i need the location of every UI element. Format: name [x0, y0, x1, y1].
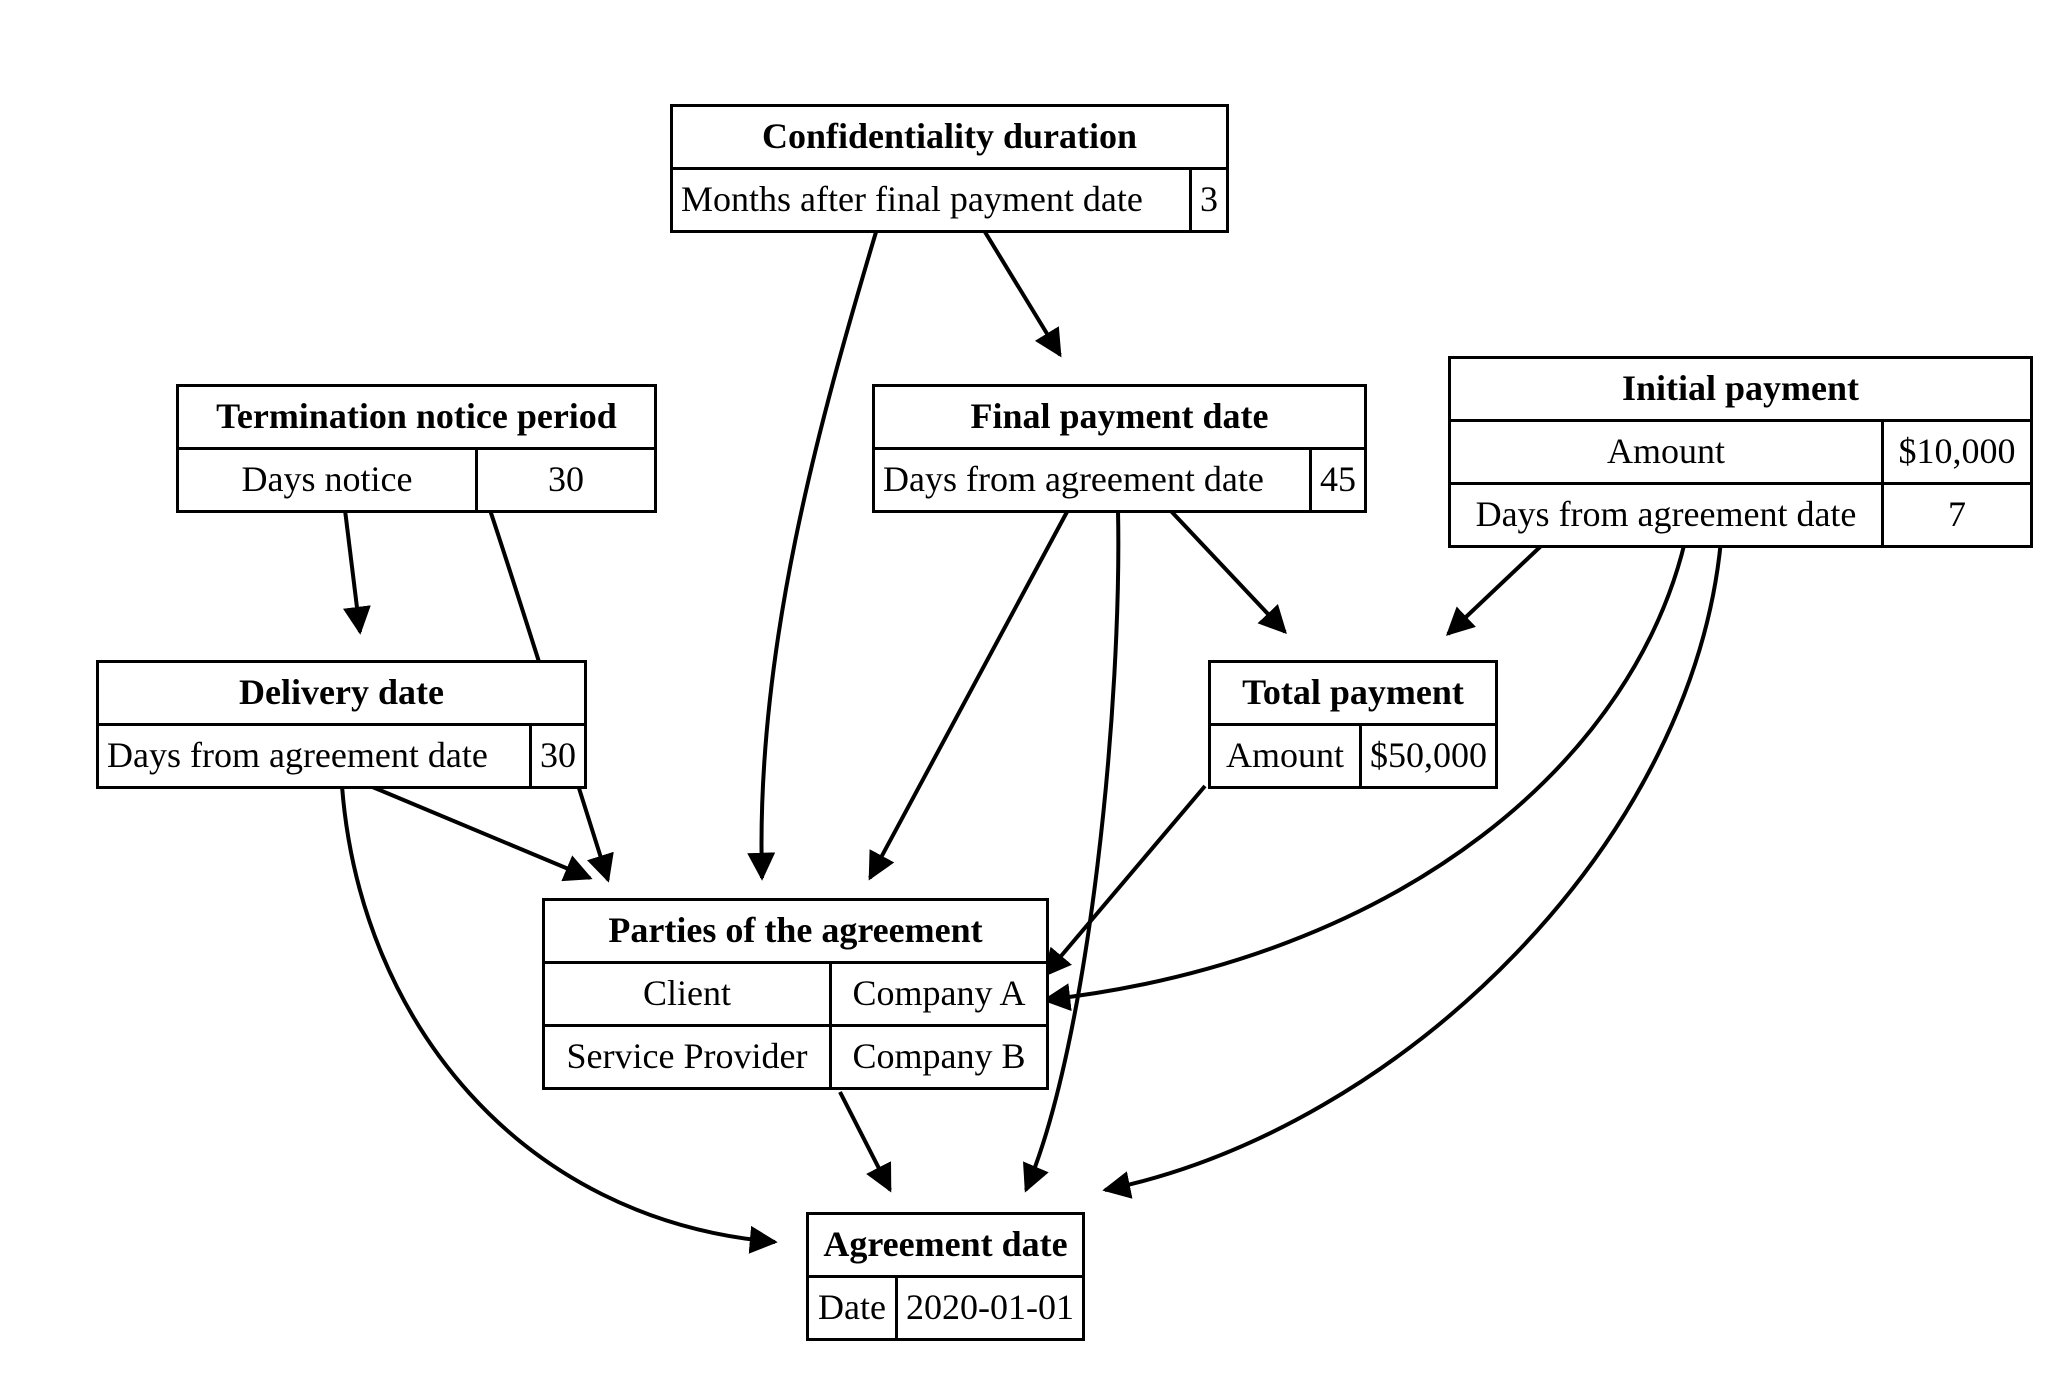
edge-total-payment-to-parties	[1043, 784, 1207, 978]
row-value: 45	[1309, 450, 1364, 510]
node-delivery-date[interactable]: Delivery date Days from agreement date 3…	[96, 660, 587, 789]
node-initial-payment[interactable]: Initial payment Amount $10,000 Days from…	[1448, 356, 2033, 548]
row-key: Days notice	[241, 459, 413, 499]
row-key: Amount	[1606, 431, 1725, 471]
node-total-payment[interactable]: Total payment Amount $50,000	[1208, 660, 1498, 789]
node-title: Initial payment	[1451, 359, 2030, 422]
node-title: Final payment date	[875, 387, 1364, 450]
node-confidentiality-duration[interactable]: Confidentiality duration Months after fi…	[670, 104, 1229, 233]
node-agreement-date[interactable]: Agreement date Date 2020-01-01	[806, 1212, 1085, 1341]
node-rows: Days notice 30	[179, 450, 654, 510]
node-title: Termination notice period	[179, 387, 654, 450]
edge-final-payment-to-total-payment	[1168, 508, 1287, 635]
node-rows: Amount $50,000	[1211, 726, 1495, 786]
row-key: Months after final payment date	[681, 179, 1143, 219]
row-value: $50,000	[1359, 726, 1495, 786]
node-termination-notice-period[interactable]: Termination notice period Days notice 30	[176, 384, 657, 513]
row-value: Company A	[829, 964, 1046, 1026]
node-parties-of-the-agreement[interactable]: Parties of the agreement Client Company …	[542, 898, 1049, 1090]
edge-parties-to-agreement	[838, 1091, 892, 1193]
row-key: Client	[643, 973, 731, 1013]
node-rows: Days from agreement date 30	[99, 726, 584, 786]
row-value: 7	[1881, 482, 2030, 545]
row-key: Amount	[1225, 735, 1344, 775]
node-row: Amount $50,000	[1211, 726, 1495, 786]
row-key: Days from agreement date	[883, 459, 1264, 499]
node-row: Date 2020-01-01	[809, 1278, 1082, 1338]
row-key: Days from agreement date	[107, 735, 488, 775]
edge-delivery-to-parties	[369, 784, 593, 882]
row-key: Days from agreement date	[1451, 482, 1883, 545]
node-row: Client Company A	[545, 964, 1046, 1026]
node-row: Amount $10,000	[1451, 422, 2030, 484]
row-value: Company B	[829, 1024, 1046, 1087]
node-row: Service Provider Company B	[545, 1024, 1046, 1087]
row-value: 3	[1189, 170, 1226, 230]
node-row: Days notice 30	[179, 450, 654, 510]
node-row: Months after final payment date 3	[673, 170, 1226, 230]
edge-termination-to-delivery	[343, 509, 371, 635]
row-value: 30	[475, 450, 654, 510]
row-value: 2020-01-01	[894, 1278, 1082, 1338]
node-title: Confidentiality duration	[673, 107, 1226, 170]
node-rows: Months after final payment date 3	[673, 170, 1226, 230]
node-title: Parties of the agreement	[545, 901, 1046, 964]
node-rows: Date 2020-01-01	[809, 1278, 1082, 1338]
node-rows: Client Company A Service Provider Compan…	[545, 964, 1046, 1087]
node-rows: Days from agreement date 45	[875, 450, 1364, 510]
node-title: Agreement date	[809, 1215, 1082, 1278]
edge-confidentiality-to-final-payment	[983, 230, 1062, 358]
edge-confidentiality-to-parties	[747, 231, 878, 881]
node-final-payment-date[interactable]: Final payment date Days from agreement d…	[872, 384, 1367, 513]
node-row: Days from agreement date 7	[1451, 482, 2030, 545]
edge-initial-payment-to-agreement	[1102, 527, 1724, 1199]
edge-final-payment-to-parties	[868, 509, 1070, 881]
row-value: 30	[529, 726, 584, 786]
node-rows: Amount $10,000 Days from agreement date …	[1451, 422, 2030, 545]
node-title: Delivery date	[99, 663, 584, 726]
node-row: Days from agreement date 45	[875, 450, 1364, 510]
row-key: Service Provider	[545, 1024, 831, 1087]
node-row: Days from agreement date 30	[99, 726, 584, 786]
row-key: Date	[818, 1287, 886, 1327]
node-title: Total payment	[1211, 663, 1495, 726]
row-value: $10,000	[1881, 422, 2030, 484]
